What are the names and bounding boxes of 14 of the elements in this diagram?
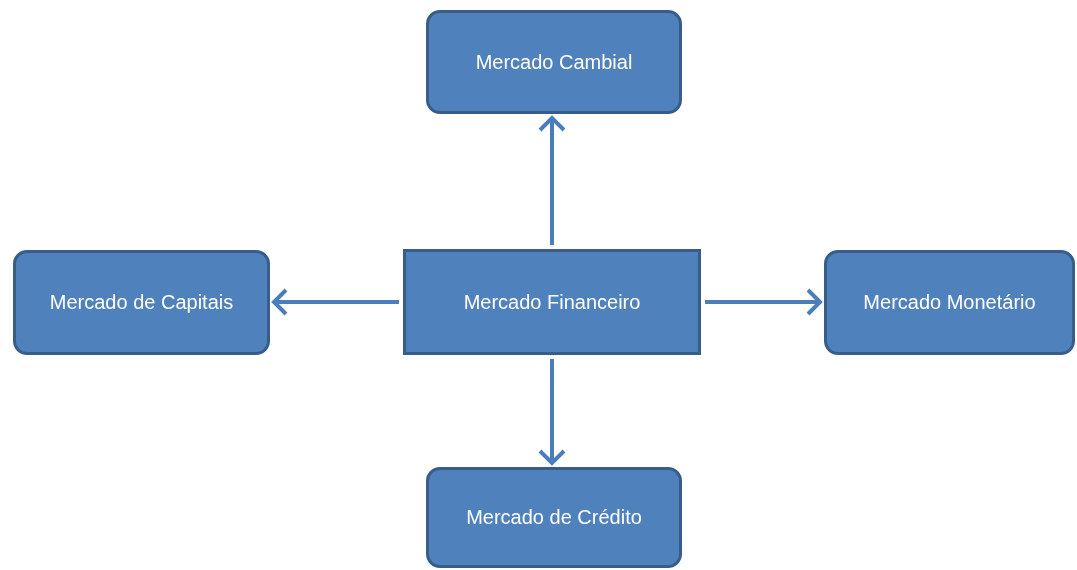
arrow — [705, 288, 822, 316]
box-label: Mercado de Capitais — [48, 290, 235, 315]
arrow — [538, 116, 566, 245]
process-box — [426, 10, 682, 114]
box-label: Mercado de Crédito — [465, 505, 643, 530]
box-label: Mercado Financeiro — [462, 289, 642, 315]
box-label: Mercado Cambial — [474, 49, 634, 75]
process-box — [824, 250, 1075, 355]
process-box — [403, 249, 701, 355]
process-box — [13, 250, 270, 355]
process-box — [426, 467, 682, 568]
arrow — [272, 288, 399, 316]
arrow — [538, 359, 566, 465]
box-label: Mercado Monetário — [862, 290, 1037, 315]
